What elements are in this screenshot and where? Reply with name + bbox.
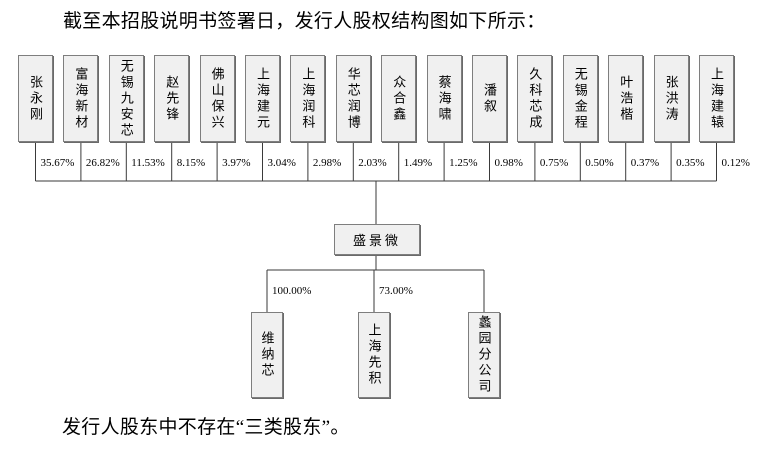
shareholder-box: 赵先锋 (154, 55, 190, 142)
shareholder-ownership-percentage: 0.12% (721, 157, 750, 169)
shareholder-ownership-percentage: 0.37% (630, 157, 660, 169)
shareholder-ownership-percentage: 35.67% (40, 157, 75, 169)
shareholder-box: 众合鑫 (381, 55, 417, 142)
shareholder-box: 华芯润博 (335, 55, 371, 142)
shareholder-ownership-percentage: 2.98% (312, 157, 342, 169)
subsidiary-box: 维纳芯 (251, 312, 283, 398)
shareholder-box: 上海建辕 (699, 55, 734, 142)
shareholder-name: 上海建元 (255, 66, 270, 131)
shareholder-box: 张洪涛 (653, 55, 689, 142)
shareholder-name: 上海润科 (300, 66, 316, 131)
shareholder-box: 佛山保兴 (199, 55, 235, 142)
shareholder-ownership-percentage: 11.53% (131, 157, 165, 169)
shareholder-name: 众合鑫 (391, 74, 407, 123)
shareholder-name: 赵先锋 (164, 74, 180, 123)
shareholder-box: 上海建元 (245, 55, 280, 142)
subsidiary-box: 蠡园分公司 (468, 312, 500, 398)
issuer-box: 盛景微 (334, 224, 420, 255)
subsidiary-box: 上海先积 (358, 312, 390, 398)
subsidiary-name: 上海先积 (366, 323, 382, 387)
shareholder-name: 无锡九安芯 (118, 58, 134, 139)
shareholder-ownership-percentage: 8.15% (176, 157, 206, 169)
shareholder-name: 久科芯成 (527, 66, 543, 131)
shareholder-ownership-percentage: 26.82% (85, 157, 120, 169)
subsidiary-name: 蠡园分公司 (476, 315, 492, 395)
shareholder-ownership-percentage: 0.35% (676, 157, 705, 169)
subsidiary-ownership-percentage: 73.00% (379, 285, 413, 297)
shareholder-ownership-percentage: 0.50% (585, 157, 614, 169)
shareholder-box: 上海润科 (290, 55, 326, 142)
shareholder-box: 久科芯成 (517, 55, 553, 142)
shareholder-box: 潘叙 (472, 55, 507, 142)
shareholder-ownership-percentage: 1.49% (403, 157, 433, 169)
shareholder-ownership-percentage: 0.75% (539, 157, 569, 169)
shareholder-ownership-percentage: 2.03% (358, 157, 387, 169)
section-intro-text: 截至本招股说明书签署日，发行人股权结构图如下所示： (63, 11, 546, 32)
shareholder-box: 无锡九安芯 (108, 55, 144, 142)
shareholder-ownership-percentage: 0.98% (494, 157, 523, 169)
shareholder-name: 富海新材 (73, 66, 89, 131)
shareholder-name: 佛山保兴 (209, 66, 225, 131)
shareholder-name: 无锡金程 (572, 66, 588, 131)
shareholder-name: 潘叙 (482, 82, 497, 115)
issuer-name: 盛景微 (352, 233, 401, 248)
footer-note: 发行人股东中不存在“三类股东”。 (62, 417, 350, 438)
shareholder-box: 蔡海啸 (426, 55, 462, 142)
shareholder-ownership-percentage: 1.25% (449, 157, 478, 169)
subsidiary-name: 维纳芯 (259, 331, 275, 379)
shareholder-name: 蔡海啸 (436, 74, 452, 123)
shareholder-box: 无锡金程 (562, 55, 598, 142)
shareholder-name: 叶浩楷 (618, 74, 634, 123)
shareholder-box: 叶浩楷 (608, 55, 644, 142)
shareholder-name: 上海建辕 (709, 66, 724, 131)
shareholder-name: 张洪涛 (663, 74, 679, 123)
shareholder-name: 张永刚 (28, 74, 43, 123)
shareholder-ownership-percentage: 3.04% (267, 157, 296, 169)
subsidiary-ownership-percentage: 100.00% (272, 285, 312, 297)
shareholder-box: 张永刚 (18, 55, 53, 142)
shareholder-name: 华芯润博 (345, 66, 361, 131)
shareholder-box: 富海新材 (63, 55, 99, 142)
shareholder-ownership-percentage: 3.97% (222, 157, 251, 169)
